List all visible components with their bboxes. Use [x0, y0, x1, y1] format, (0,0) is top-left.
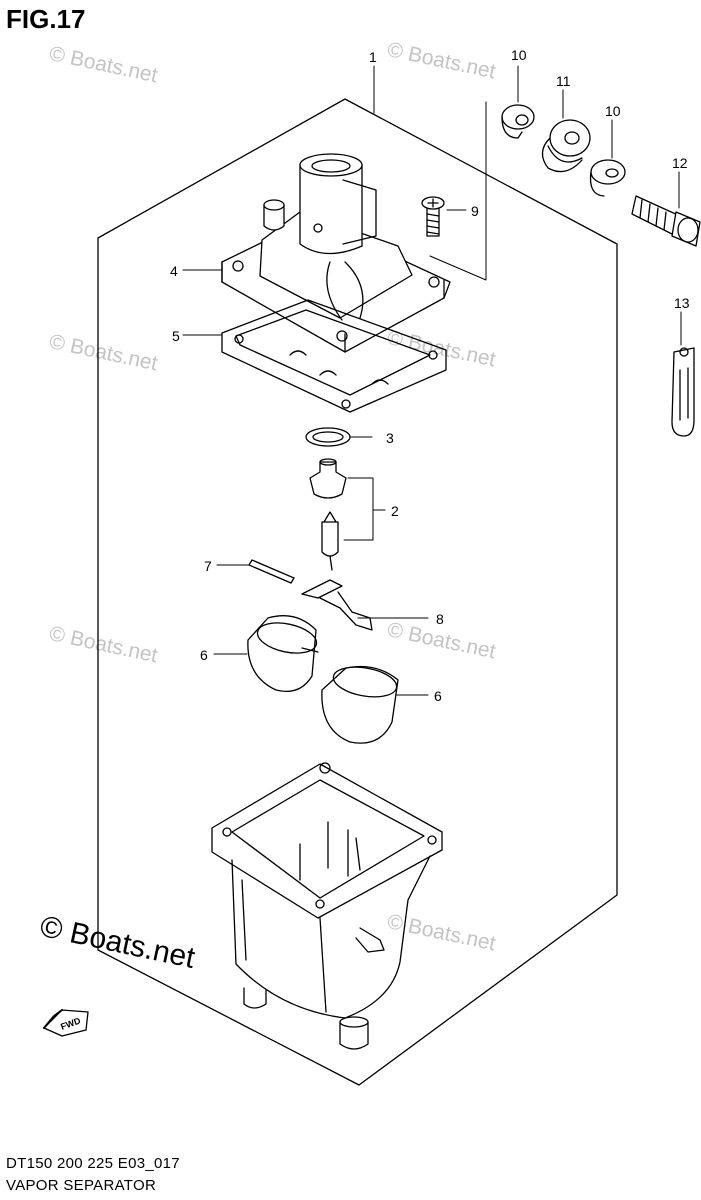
callout-labels: 1 2 3 4 5 6 6 7 8 9 10 10 11 12 13 FWD	[59, 47, 690, 1032]
part-gasket	[221, 299, 447, 413]
part-float-right	[321, 665, 399, 744]
figure-code: DT150 200 225 E03_017	[6, 1155, 180, 1172]
callout-5: 5	[172, 328, 180, 344]
part-pin	[248, 559, 295, 584]
part-strap	[671, 347, 695, 437]
part-cover	[221, 153, 451, 353]
callout-2: 2	[391, 503, 399, 519]
callout-7: 7	[204, 558, 212, 574]
figure-name: VAPOR SEPARATOR	[6, 1177, 157, 1194]
fwd-arrow	[43, 1009, 89, 1037]
part-float-left	[247, 615, 319, 693]
part-washer-upper	[501, 104, 535, 139]
part-needle-valve	[309, 458, 347, 571]
part-washer-lower	[589, 159, 626, 197]
part-grommet	[541, 119, 591, 173]
callout-11: 11	[556, 73, 571, 89]
leader-lines	[182, 65, 682, 696]
callout-3: 3	[386, 430, 394, 446]
callout-13: 13	[674, 295, 690, 311]
part-separator-body	[211, 762, 443, 1050]
callout-6: 6	[434, 688, 442, 704]
callout-10: 10	[511, 47, 527, 63]
callout-4: 4	[170, 263, 178, 279]
part-o-ring	[305, 427, 351, 447]
part-float-arm	[301, 579, 373, 631]
part-screw	[421, 196, 445, 237]
callout-12: 12	[672, 155, 688, 171]
callout-8: 8	[436, 611, 444, 627]
callout-6: 6	[200, 647, 208, 663]
callout-1: 1	[369, 49, 377, 65]
assembly-boundary	[97, 98, 618, 1086]
part-bolt	[631, 195, 701, 247]
figure-title: FIG.17	[6, 4, 86, 34]
callout-10: 10	[605, 103, 621, 119]
callout-9: 9	[471, 203, 479, 219]
